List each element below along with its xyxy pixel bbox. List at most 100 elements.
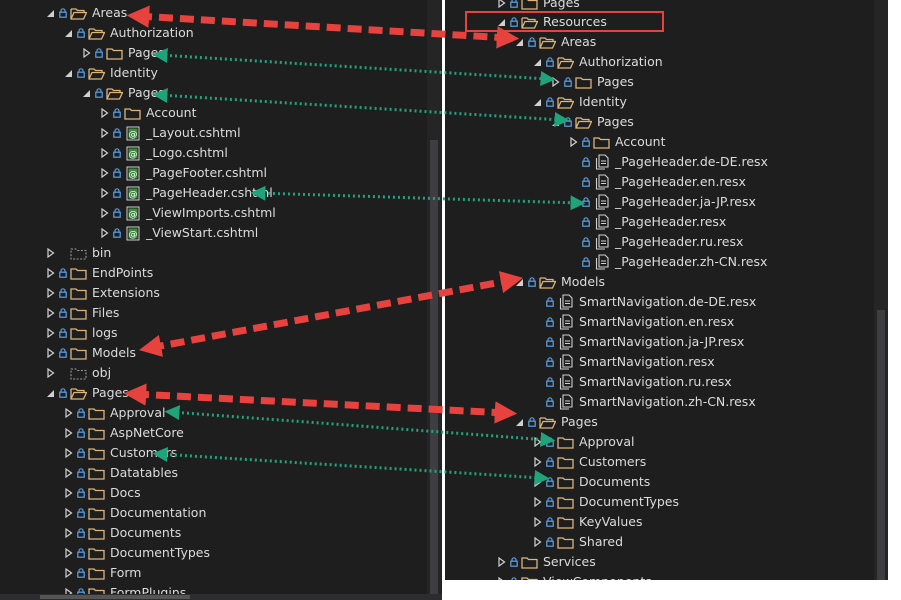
tree-item[interactable]: Approval <box>531 432 634 452</box>
expand-arrow-icon[interactable] <box>98 163 110 183</box>
tree-item[interactable]: SmartNavigation.ja-JP.resx <box>531 332 744 352</box>
tree-item[interactable]: Pages <box>80 43 165 63</box>
expand-arrow-icon[interactable] <box>44 363 56 383</box>
collapse-arrow-icon[interactable] <box>549 112 561 132</box>
expand-arrow-icon[interactable] <box>495 572 507 580</box>
tree-item[interactable]: SmartNavigation.ru.resx <box>531 372 732 392</box>
left-scrollbar-thumb[interactable] <box>430 140 438 600</box>
expand-arrow-icon[interactable] <box>62 543 74 563</box>
tree-item[interactable]: Pages <box>549 72 634 92</box>
tree-item[interactable]: _PageHeader.zh-CN.resx <box>567 252 767 272</box>
expand-arrow-icon[interactable] <box>44 243 56 263</box>
tree-item[interactable]: Identity <box>62 63 158 83</box>
tree-item[interactable]: Customers <box>531 452 646 472</box>
tree-item[interactable]: DocumentTypes <box>62 543 210 563</box>
expand-arrow-icon[interactable] <box>44 263 56 283</box>
tree-item[interactable]: Documents <box>62 523 181 543</box>
expand-arrow-icon[interactable] <box>531 532 543 552</box>
tree-item[interactable]: Customers <box>62 443 177 463</box>
tree-item[interactable]: @_Logo.cshtml <box>98 143 228 163</box>
tree-item[interactable]: Authorization <box>531 52 663 72</box>
tree-item[interactable]: _PageHeader.ja-JP.resx <box>567 192 756 212</box>
tree-item[interactable]: Pages <box>513 412 598 432</box>
tree-item[interactable]: Docs <box>62 483 141 503</box>
expand-arrow-icon[interactable] <box>98 183 110 203</box>
expand-arrow-icon[interactable] <box>549 72 561 92</box>
collapse-arrow-icon[interactable] <box>44 3 56 23</box>
tree-item[interactable]: Extensions <box>44 283 160 303</box>
collapse-arrow-icon[interactable] <box>62 23 74 43</box>
expand-arrow-icon[interactable] <box>98 103 110 123</box>
tree-item[interactable]: Areas <box>44 3 127 23</box>
expand-arrow-icon[interactable] <box>98 223 110 243</box>
expand-arrow-icon[interactable] <box>495 552 507 572</box>
tree-item[interactable]: Areas <box>513 32 596 52</box>
collapse-arrow-icon[interactable] <box>513 412 525 432</box>
expand-arrow-icon[interactable] <box>495 0 507 13</box>
expand-arrow-icon[interactable] <box>531 472 543 492</box>
expand-arrow-icon[interactable] <box>62 443 74 463</box>
tree-item[interactable]: Form <box>62 563 142 583</box>
tree-item[interactable]: Datatables <box>62 463 178 483</box>
tree-item[interactable]: SmartNavigation.zh-CN.resx <box>531 392 756 412</box>
expand-arrow-icon[interactable] <box>44 303 56 323</box>
tree-item[interactable]: _PageHeader.ru.resx <box>567 232 743 252</box>
tree-item[interactable]: @_Layout.cshtml <box>98 123 241 143</box>
tree-item[interactable]: @_ViewStart.cshtml <box>98 223 258 243</box>
tree-item[interactable]: _PageHeader.de-DE.resx <box>567 152 768 172</box>
tree-item[interactable]: Authorization <box>62 23 194 43</box>
expand-arrow-icon[interactable] <box>62 483 74 503</box>
tree-item[interactable]: Resources <box>495 12 607 32</box>
tree-item[interactable]: Pages <box>80 83 165 103</box>
expand-arrow-icon[interactable] <box>44 343 56 363</box>
expand-arrow-icon[interactable] <box>98 123 110 143</box>
tree-item[interactable]: _PageHeader.en.resx <box>567 172 746 192</box>
tree-item[interactable]: SmartNavigation.de-DE.resx <box>531 292 756 312</box>
tree-item[interactable]: Services <box>495 552 596 572</box>
tree-item[interactable]: _PageHeader.resx <box>567 212 726 232</box>
tree-item[interactable]: DocumentTypes <box>531 492 679 512</box>
expand-arrow-icon[interactable] <box>567 132 579 152</box>
tree-item[interactable]: Shared <box>531 532 623 552</box>
tree-item[interactable]: bin <box>44 243 111 263</box>
tree-item[interactable]: Identity <box>531 92 627 112</box>
expand-arrow-icon[interactable] <box>44 283 56 303</box>
tree-item[interactable]: KeyValues <box>531 512 643 532</box>
expand-arrow-icon[interactable] <box>98 203 110 223</box>
tree-item[interactable]: obj <box>44 363 111 383</box>
collapse-arrow-icon[interactable] <box>531 52 543 72</box>
tree-item[interactable]: @_PageFooter.cshtml <box>98 163 267 183</box>
tree-item[interactable]: Pages <box>549 112 634 132</box>
tree-item[interactable]: Pages <box>44 383 129 403</box>
left-horizontal-scrollbar-thumb[interactable] <box>40 595 190 599</box>
left-horizontal-scrollbar[interactable] <box>0 594 442 600</box>
expand-arrow-icon[interactable] <box>531 452 543 472</box>
tree-item[interactable]: EndPoints <box>44 263 153 283</box>
tree-item[interactable]: SmartNavigation.en.resx <box>531 312 734 332</box>
collapse-arrow-icon[interactable] <box>531 92 543 112</box>
tree-item[interactable]: Files <box>44 303 119 323</box>
tree-item[interactable]: SmartNavigation.resx <box>531 352 715 372</box>
tree-item[interactable]: Account <box>98 103 196 123</box>
expand-arrow-icon[interactable] <box>62 463 74 483</box>
expand-arrow-icon[interactable] <box>62 403 74 423</box>
tree-item[interactable]: Models <box>44 343 136 363</box>
expand-arrow-icon[interactable] <box>44 323 56 343</box>
tree-item[interactable]: logs <box>44 323 118 343</box>
tree-item[interactable]: Approval <box>62 403 165 423</box>
tree-item[interactable]: ViewComponents <box>495 572 652 580</box>
tree-item[interactable]: Models <box>513 272 605 292</box>
tree-item[interactable]: Documentation <box>62 503 206 523</box>
collapse-arrow-icon[interactable] <box>80 83 92 103</box>
tree-item[interactable]: Account <box>567 132 665 152</box>
expand-arrow-icon[interactable] <box>80 43 92 63</box>
tree-item[interactable]: @_PageHeader.cshtml <box>98 183 273 203</box>
expand-arrow-icon[interactable] <box>62 503 74 523</box>
expand-arrow-icon[interactable] <box>62 423 74 443</box>
expand-arrow-icon[interactable] <box>62 523 74 543</box>
collapse-arrow-icon[interactable] <box>513 272 525 292</box>
expand-arrow-icon[interactable] <box>62 563 74 583</box>
collapse-arrow-icon[interactable] <box>44 383 56 403</box>
expand-arrow-icon[interactable] <box>531 492 543 512</box>
tree-item[interactable]: AspNetCore <box>62 423 184 443</box>
